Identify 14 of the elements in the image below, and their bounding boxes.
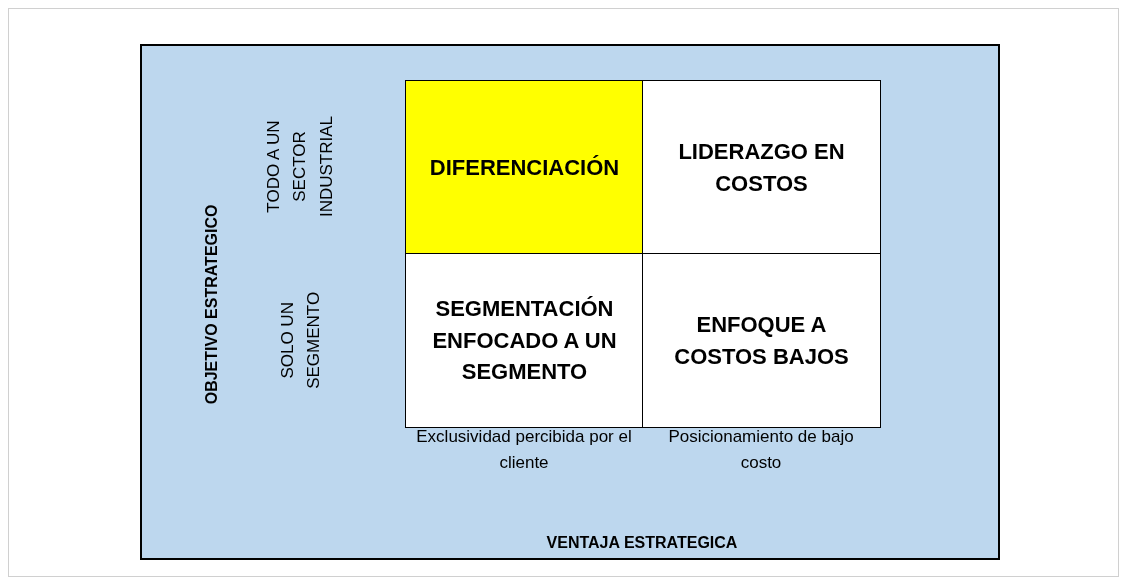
quadrant-label: DIFERENCIACIÓN: [429, 153, 620, 182]
quadrant-box: [642, 80, 881, 255]
axis-title: VENTAJA ESTRATEGICA: [545, 532, 739, 553]
axis-category-label: Posicionamiento de bajo costo: [667, 425, 855, 474]
axis-category-label: TODO A UN SECTOR INDUSTRIAL: [263, 114, 338, 219]
quadrant-label: SEGMENTACIÓN ENFOCADO A UN SEGMENTO: [431, 294, 618, 387]
quadrant-label: ENFOQUE A COSTOS BAJOS: [673, 310, 850, 371]
quadrant-box: [405, 253, 644, 428]
quadrant-box: [405, 80, 644, 255]
axis-title: OBJETIVO ESTRATEGICO: [201, 203, 221, 406]
axis-category-label: Exclusividad percibida por el cliente: [415, 425, 633, 474]
axis-category-label: SOLO UN SEGMENTO: [276, 290, 324, 391]
quadrant-box: [642, 253, 881, 428]
quadrant-label: LIDERAZGO EN COSTOS: [677, 137, 846, 198]
